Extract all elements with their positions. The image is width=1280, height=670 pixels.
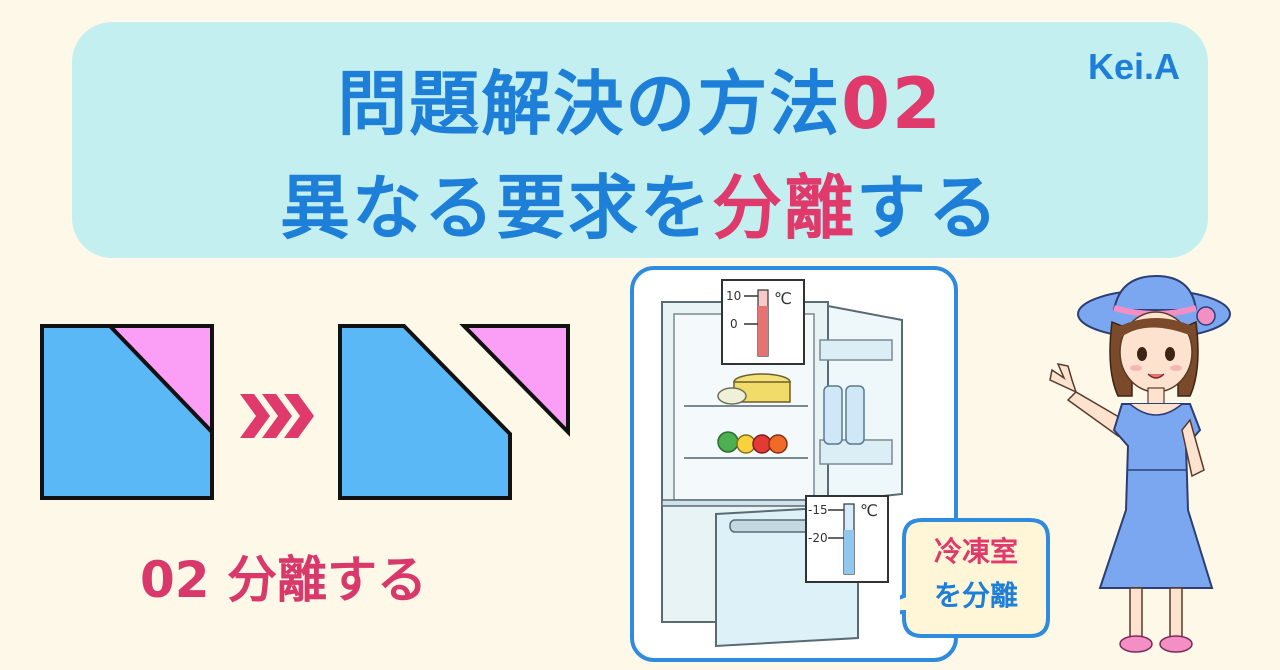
fridge-icon: 10 0 ℃ -15 -20 ℃ — [661, 279, 903, 648]
title-banner: 問題解決の方法02 異なる要求を分離する Kei.A — [72, 22, 1208, 258]
freezer-unit: ℃ — [860, 501, 878, 520]
title-line-1: 問題解決の方法02 — [72, 48, 1208, 149]
subtitle-accent: 分離 — [712, 167, 856, 249]
freezer-callout: 冷凍室 を分離 — [900, 516, 1052, 640]
subtitle-main: 異なる要求を — [280, 167, 712, 249]
callout-line-2: を分離 — [933, 579, 1018, 612]
fridge-tick-0: 0 — [730, 317, 738, 331]
triple-chevron-right-icon — [240, 394, 314, 438]
freezer-tick-20: -20 — [808, 531, 828, 545]
presenter-character — [1049, 274, 1231, 653]
combined-square — [40, 324, 214, 500]
author-name: Kei.A — [1087, 46, 1180, 87]
fridge-tick-10: 10 — [726, 289, 741, 303]
fridge-unit: ℃ — [774, 289, 792, 308]
callout-text: 冷凍室 を分離 — [900, 530, 1052, 618]
diagram-caption: 02 分離する — [140, 551, 427, 609]
speech-bubble-icon — [900, 518, 1050, 638]
title-number: 02 — [841, 63, 943, 145]
freezer-tick-15: -15 — [808, 503, 828, 517]
separated-blue-piece — [338, 324, 512, 500]
title-line-2: 異なる要求を分離する — [72, 152, 1208, 253]
separated-pink-triangle — [459, 324, 570, 437]
callout-line-1: 冷凍室 — [933, 535, 1018, 568]
separation-diagram — [40, 324, 570, 500]
title-main: 問題解決の方法 — [337, 63, 842, 145]
subtitle-end: する — [856, 167, 1000, 249]
